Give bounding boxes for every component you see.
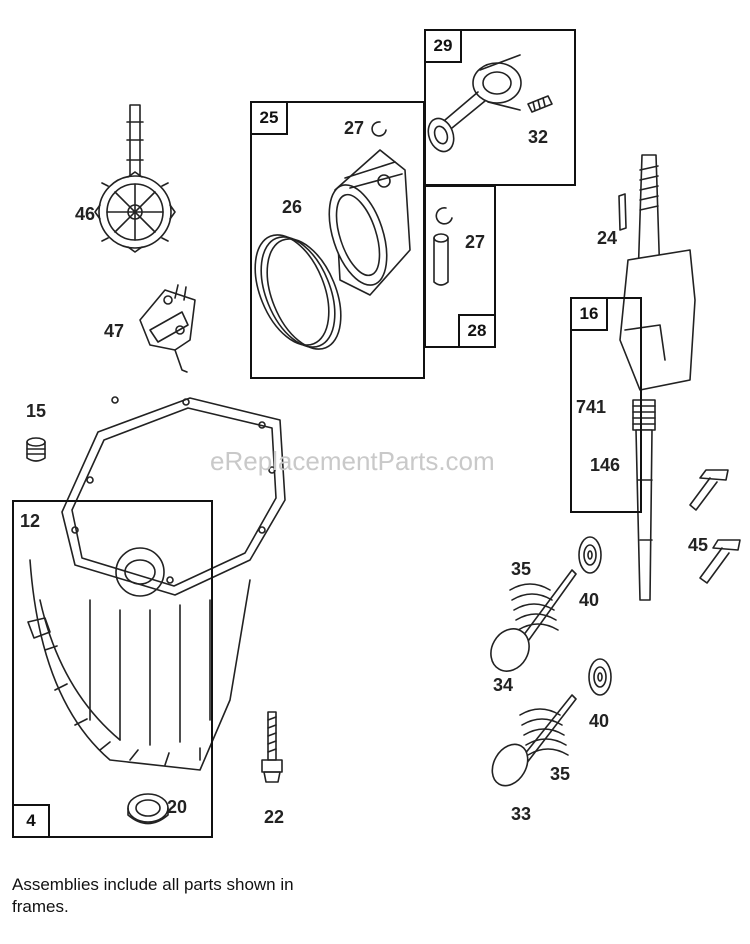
frame-label-12: 12 [20, 511, 41, 531]
tappet-drawing [689, 469, 741, 584]
frame-tag-25: 25 [250, 101, 288, 135]
part-label-35-intake: 35 [511, 559, 532, 579]
frame-29 [424, 29, 576, 186]
frame-25 [250, 101, 425, 379]
crankcase-sump-drawing [27, 396, 286, 771]
frame-tag-28: 28 [458, 314, 496, 348]
part-label-20: 20 [167, 797, 188, 817]
part-label-34: 34 [493, 675, 514, 695]
piston-rings-drawing [254, 234, 342, 350]
part-label-27-piston: 27 [344, 118, 365, 138]
frame-tag-4: 4 [12, 804, 50, 838]
part-label-40-intake: 40 [579, 590, 600, 610]
piston-drawing [328, 149, 411, 296]
part-label-15: 15 [26, 401, 47, 421]
governor-drawing [139, 284, 196, 373]
key-drawing [618, 193, 627, 231]
part-label-26: 26 [282, 197, 303, 217]
plug-drawing [26, 437, 46, 462]
bolt-drawing [261, 711, 283, 783]
frame-tag-16: 16 [570, 297, 608, 331]
part-label-35-exhaust: 35 [550, 764, 571, 784]
wrist-pin-drawing [433, 233, 449, 286]
valve-retainer-drawing [578, 536, 612, 696]
part-label-22: 22 [264, 807, 285, 827]
part-label-46: 46 [75, 204, 96, 224]
part-label-146: 146 [590, 455, 621, 475]
cam-gear-drawing [94, 104, 176, 253]
connecting-rod-drawing [427, 54, 522, 153]
exhaust-valve-drawing [491, 694, 577, 787]
part-label-40-exhaust: 40 [589, 711, 610, 731]
part-label-27-pin: 27 [465, 232, 486, 252]
watermark: eReplacementParts.com [210, 446, 495, 476]
frame-tag-29: 29 [424, 29, 462, 63]
part-label-45: 45 [688, 535, 709, 555]
intake-valve-drawing [490, 569, 577, 672]
part-label-741: 741 [576, 397, 607, 417]
oil-seal-drawing [127, 793, 169, 825]
part-label-47: 47 [104, 321, 125, 341]
retainer-clip-drawing [371, 121, 453, 225]
part-label-24: 24 [597, 228, 618, 248]
crankshaft-drawing [619, 154, 696, 601]
assembly-note: Assemblies include all parts shown in fr… [12, 875, 294, 916]
rod-bolt-drawing [527, 95, 553, 113]
frame-4 [12, 500, 213, 838]
part-label-32: 32 [528, 127, 549, 147]
part-label-33: 33 [511, 804, 532, 824]
